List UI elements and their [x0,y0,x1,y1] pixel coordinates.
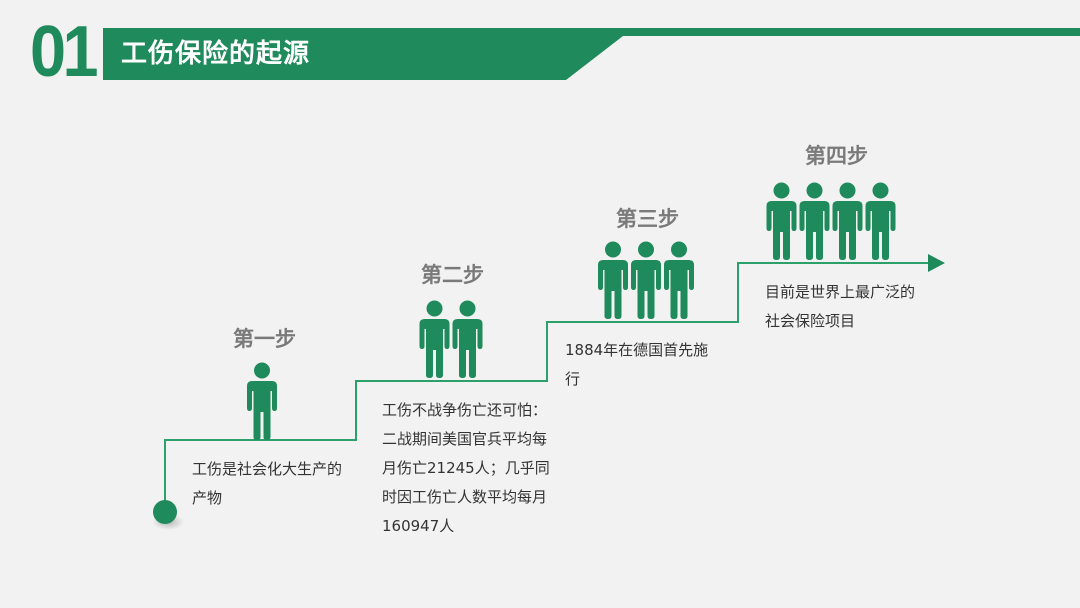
person-icon [799,182,830,260]
person-icon [832,182,863,260]
step-4-title: 第四步 [805,144,868,168]
step-1-description: 工伤是社会化大生产的产物 [192,460,343,507]
step-2-title: 第二步 [421,263,484,287]
person-icon [865,182,896,260]
step-3-description: 1884年在德国首先施行 [565,341,709,388]
step-3-title: 第三步 [616,207,679,231]
arrow-head-icon [928,254,945,272]
start-dot-icon [153,500,177,524]
person-icon [664,241,694,319]
person-icon [766,182,797,260]
step-4-description: 目前是世界上最广泛的社会保险项目 [765,283,916,330]
staircase-line [164,262,930,510]
section-number: 01 [30,12,98,92]
step-2-description: 工伤不战争伤亡还可怕：二战期间美国官兵平均每月伤亡21245人；几乎同时因工伤亡… [382,401,550,535]
person-icon [631,241,661,319]
person-icon [598,241,628,319]
person-icon [452,300,483,378]
person-icon [247,362,277,440]
step-1-title: 第一步 [233,327,296,351]
person-icon [419,300,450,378]
slide-title: 工伤保险的起源 [121,39,311,69]
